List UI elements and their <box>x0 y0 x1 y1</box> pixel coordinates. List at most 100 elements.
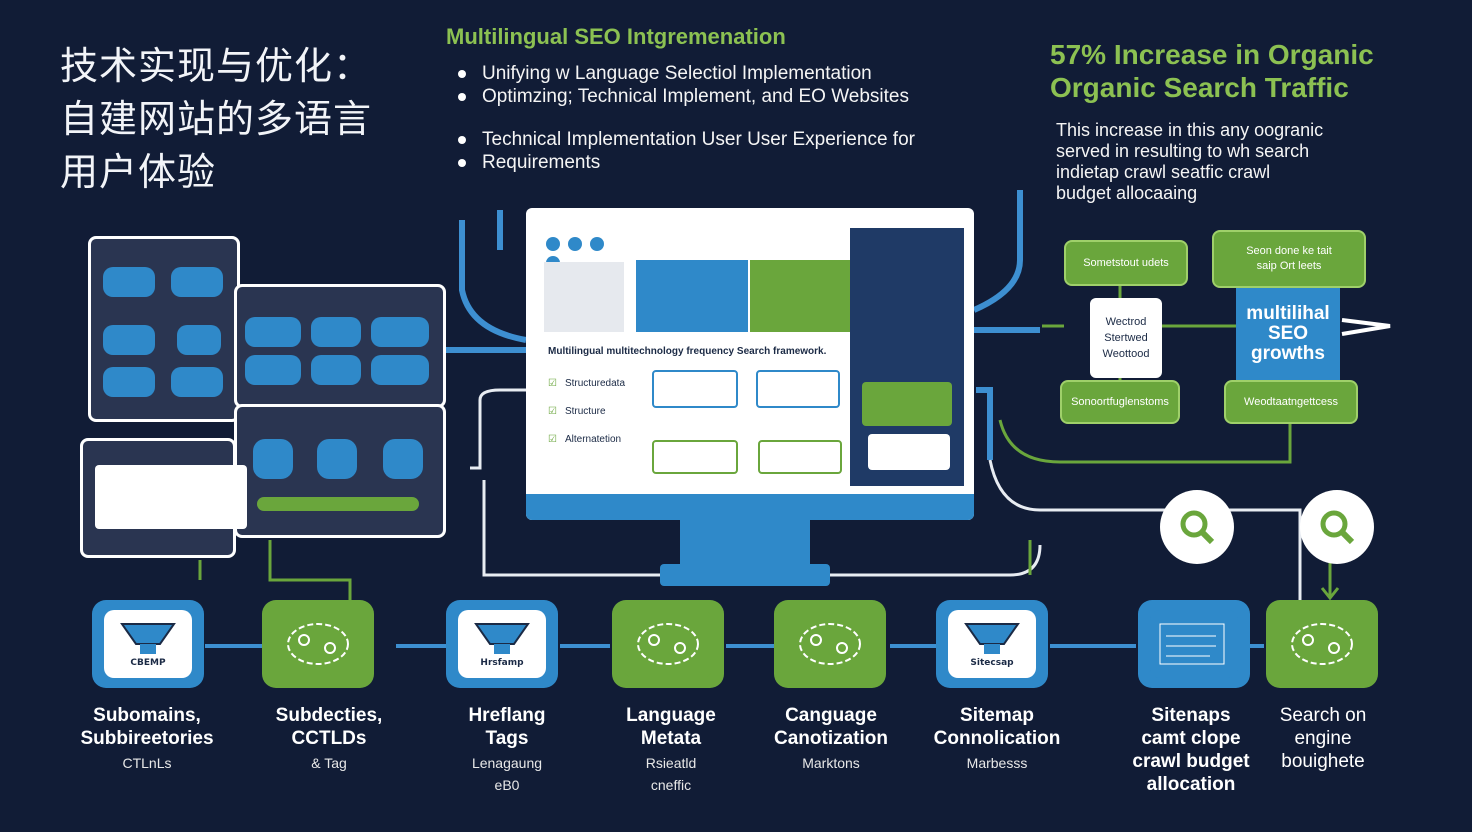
checklist-item: ☑Structure <box>548 406 606 417</box>
step-title-line: camt clope <box>1141 728 1241 749</box>
step-subtitle-line: Marbesss <box>966 755 1028 771</box>
box-bottom-left: Sonoortfuglenstoms <box>1060 380 1180 424</box>
ui-panel-3 <box>234 404 446 538</box>
stat-heading: 57% Increase in Organic Organic Search T… <box>1050 38 1374 104</box>
step-title-line: Sitemap <box>960 705 1034 726</box>
search-icon <box>1300 490 1374 564</box>
monitor-screen: Multilingual multitechnology frequency S… <box>536 228 964 486</box>
step-subtitle: Lenagaung eB0 <box>432 752 582 796</box>
screen-button[interactable] <box>652 440 738 474</box>
step-title: Subdecties,CCTLDs <box>254 704 404 750</box>
screen-input[interactable] <box>652 370 738 408</box>
screen-title: Multilingual multitechnology frequency S… <box>548 346 827 357</box>
step-subtitle: & Tag <box>254 752 404 774</box>
screen-side-panel <box>544 262 624 332</box>
screen-checklist: ☑Structuredata ☑Structure ☑Alternatetion <box>548 370 625 454</box>
ui-panel-4 <box>80 438 247 558</box>
box-top-right: Seon done ke tait saip Ort leets <box>1212 230 1366 288</box>
panel-pill <box>245 355 301 385</box>
step-title-line: Subbireetories <box>80 728 214 749</box>
network-icon <box>624 610 712 678</box>
step-subtitle: Marbesss <box>922 752 1072 774</box>
box-center-line: Wectrod <box>1105 316 1147 328</box>
center-bullets: Unifying w Language Selectiol Implementa… <box>456 62 915 174</box>
step-box <box>774 600 886 688</box>
step-subtitle-line: eB0 <box>494 777 520 793</box>
step-box <box>262 600 374 688</box>
bullet-item: Technical Implementation User User Exper… <box>456 128 915 151</box>
step-title-line: Language <box>626 705 716 726</box>
screen-sidebar-card <box>862 382 952 426</box>
step-box <box>1138 600 1250 688</box>
bullet-item: Unifying w Language Selectiol Implementa… <box>456 62 915 85</box>
step-box <box>612 600 724 688</box>
step-title-line: Search on <box>1279 705 1367 726</box>
screen-dots <box>546 236 622 270</box>
panel-pill <box>103 325 155 355</box>
box-bottom-right: Weodtaatngettcess <box>1224 380 1358 424</box>
funnel-icon: Hrsfamp <box>458 610 546 678</box>
panel-pill <box>103 267 155 297</box>
step-subtitle-line: CTLnLs <box>122 755 172 771</box>
step-title-line: engine <box>1294 728 1352 749</box>
box-center-line: Weottood <box>1102 348 1150 360</box>
stat-heading-line: Organic Search Traffic <box>1050 72 1349 103</box>
monitor-base <box>660 564 830 586</box>
pipe-right-1 <box>972 190 1023 313</box>
step-title-line: Connolication <box>933 728 1061 749</box>
funnel-icon: CBEMP <box>104 610 192 678</box>
wire-right <box>988 459 1302 600</box>
box-center: Wectrod Stertwed Weottood <box>1090 298 1162 378</box>
stat-body-line: budget allocaaing <box>1056 183 1198 203</box>
panel-hex <box>253 439 293 479</box>
stat-body-line: served in resulting to wh search <box>1056 141 1310 161</box>
stat-body-line: This increase in this any oogranic <box>1056 120 1324 140</box>
page-title-line: 自建网站的多语言 <box>60 97 373 141</box>
step-subtitle-line: cneffic <box>650 777 692 793</box>
panel-pill <box>171 367 223 397</box>
panel-pill <box>103 367 155 397</box>
box-top-left: Sometstout udets <box>1064 240 1188 286</box>
screen-green-card <box>750 260 850 332</box>
step-title-line: Canotization <box>774 728 888 749</box>
step-title-line: Metata <box>640 728 702 749</box>
ui-panel-2 <box>234 284 446 408</box>
screen-button[interactable] <box>758 440 842 474</box>
step-subtitle: Marktons <box>756 752 906 774</box>
stat-body: This increase in this any oogranic serve… <box>1056 120 1416 204</box>
page-title: 技术实现与优化： 自建网站的多语言 用户体验 <box>60 40 372 199</box>
screen-input[interactable] <box>756 370 840 408</box>
monitor-bezel <box>526 494 974 520</box>
funnel-icon <box>1150 610 1238 678</box>
panel-content <box>95 465 247 529</box>
step-box: Sitecsap <box>936 600 1048 688</box>
step-title-line: Subomains, <box>93 705 201 726</box>
panel-pill <box>245 317 301 347</box>
step-box: CBEMP <box>92 600 204 688</box>
step-subtitle-line: Rsieatld <box>645 755 697 771</box>
green-line-f <box>268 540 352 600</box>
search-arrow <box>1320 560 1340 601</box>
panel-hex <box>383 439 423 479</box>
panel-pill <box>311 317 361 347</box>
screen-sidebar-card <box>868 434 950 470</box>
growth-line: multilihal <box>1246 303 1330 324</box>
page-title-line: 用户体验 <box>60 150 217 194</box>
growth-line: growths <box>1251 343 1325 364</box>
bullet-item: Requirements <box>456 151 915 174</box>
step-subtitle-line: Lenagaung <box>471 755 543 771</box>
bullet-item: Optimzing; Technical Implement, and EO W… <box>456 85 915 108</box>
panel-hex <box>317 439 357 479</box>
step-title-line: bouighete <box>1281 751 1365 772</box>
panel-pill <box>371 317 429 347</box>
screen-blue-card <box>636 260 748 332</box>
box-top-right-line: Seon done ke tait <box>1246 245 1332 257</box>
step-title-line: Subdecties, <box>275 705 383 726</box>
network-icon <box>1278 610 1366 678</box>
stat-heading-line: 57% Increase in Organic <box>1050 39 1374 70</box>
